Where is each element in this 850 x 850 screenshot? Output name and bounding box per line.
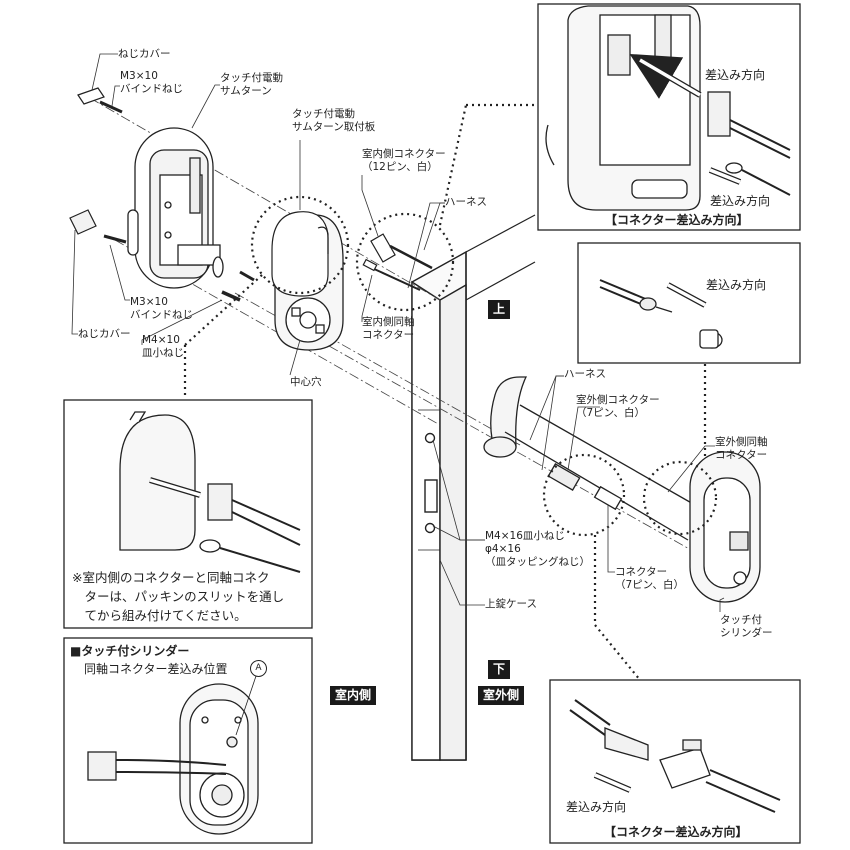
inset-mr-insert-dir: 差込み方向 <box>706 278 767 292</box>
inset-br-insert-dir: 差込み方向 <box>566 800 627 814</box>
inset-bottom-right-drawing <box>569 699 781 813</box>
tag-up: 上 <box>488 300 511 319</box>
tag-indoor-side: 室内側 <box>330 686 377 705</box>
label-outdoor-connector: 室外側コネクター （7ピン、白） <box>576 394 660 419</box>
tag-down: 下 <box>488 660 511 679</box>
inset-br-title: 【コネクター差込み方向】 <box>604 825 748 839</box>
zoom-circle-packing <box>250 195 350 295</box>
touch-cylinder-part <box>483 376 761 603</box>
label-m4-flat: M4×10 皿小ねじ <box>142 334 184 359</box>
inset-bl-marker: A <box>250 660 267 677</box>
label-screw-cover-top: ねじカバー <box>118 48 171 60</box>
tag-outdoor-side: 室外側 <box>478 686 525 705</box>
label-connector-7pin: コネクター （7ピン、白） <box>615 566 685 591</box>
label-harness-top: ハーネス <box>445 196 487 208</box>
inset-top-right-drawing <box>545 5 791 211</box>
label-touch-cylinder: タッチ付 シリンダー <box>720 614 773 639</box>
packing <box>271 211 329 297</box>
label-upper-lock-case: 上錠ケース <box>485 598 537 610</box>
inset-mid-right-drawing <box>599 279 723 349</box>
inset-tr-insert-dir-1: 差込み方向 <box>705 68 766 82</box>
inset-tr-title: 【コネクター差込み方向】 <box>605 213 749 227</box>
zoom-circle-indoor-connector <box>355 212 455 312</box>
label-center-hole: 中心穴 <box>290 376 322 388</box>
label-indoor-coax: 室内側同軸 コネクター <box>362 316 415 341</box>
label-leaders <box>71 53 725 612</box>
door-panel <box>411 250 467 761</box>
zoom-leaders <box>183 103 707 681</box>
inset-bottom-left-drawing <box>87 675 259 835</box>
label-outdoor-coax: 室外側同軸 コネクター <box>715 436 768 461</box>
label-indoor-connector: 室内側コネクター （12ピン、白） <box>362 148 446 173</box>
zoom-circle-outdoor-coax <box>642 460 718 536</box>
label-screw-cover-bottom: ねじカバー <box>78 328 131 340</box>
inset-bl-title: ■タッチ付シリンダー <box>70 644 190 658</box>
indoor-connector-part <box>362 233 433 291</box>
touch-thumb-turn <box>127 127 224 289</box>
label-touch-thumb-turn: タッチ付電動 サムターン <box>220 72 283 97</box>
screw-covers <box>69 87 255 302</box>
inset-tr-insert-dir-2: 差込み方向 <box>710 194 771 208</box>
label-m4-screws: M4×16皿小ねじ φ4×16 （皿タッピングねじ） <box>485 530 590 568</box>
inset-bl-subtitle: 同軸コネクター差込み位置 <box>84 662 228 676</box>
label-m3-bind-top: M3×10 バインドねじ <box>120 70 183 95</box>
label-thumb-turn-plate: タッチ付電動 サムターン取付板 <box>292 108 376 133</box>
inset-left-mid-drawing <box>119 411 301 573</box>
label-harness-mid: ハーネス <box>564 368 606 380</box>
inset-lm-note: ※室内側のコネクターと同軸コネク ターは、パッキンのスリットを通し てから組み付… <box>72 570 285 623</box>
zoom-circle-outdoor-connector <box>542 453 626 537</box>
label-m3-bind-bottom: M3×10 バインドねじ <box>130 296 193 321</box>
